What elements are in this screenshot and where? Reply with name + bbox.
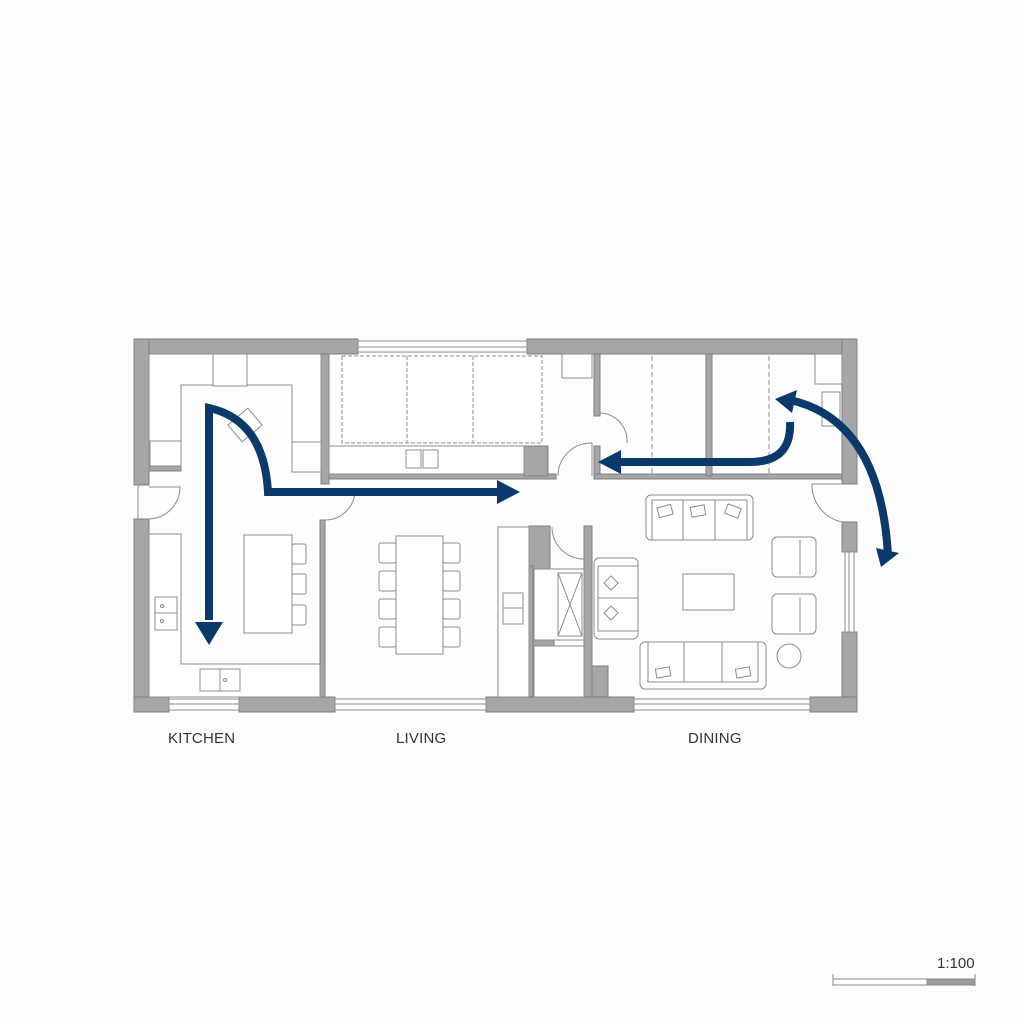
arrow-exterior-arc	[789, 396, 892, 556]
arrow-kitchen-down	[205, 403, 498, 620]
sofa-left	[593, 557, 639, 640]
living-sideboard-drawers	[502, 592, 524, 625]
arrowhead-bedrooms-left-icon	[598, 450, 621, 474]
side-table	[776, 643, 802, 669]
arrowheads	[195, 480, 520, 645]
kitchen-appliance-top	[212, 353, 248, 387]
wall-right-mid	[841, 521, 858, 553]
dining-chairs	[378, 542, 461, 648]
wall-storage-pillar	[523, 445, 549, 477]
kitchen-counter-lower	[148, 533, 321, 698]
core-closet	[533, 645, 585, 698]
core-shaft	[557, 572, 583, 637]
arrowhead-arc-top-icon	[775, 390, 797, 413]
coffee-table	[682, 573, 735, 611]
washroom-counter	[814, 353, 843, 385]
wall-top-left	[133, 338, 359, 355]
armchair-upper	[771, 536, 817, 578]
living-drawers	[405, 449, 439, 469]
window-bottom-kitchen	[168, 698, 240, 711]
wall-kitchen-living-upper	[320, 353, 330, 485]
kitchen-stools	[291, 543, 307, 626]
kitchen-island	[243, 534, 293, 634]
arrowhead-arc-bottom-icon	[876, 548, 899, 567]
door-kitchen-exterior	[137, 485, 181, 520]
armchair-lower	[771, 593, 817, 635]
wall-bottom-4	[809, 696, 858, 713]
dining-table	[395, 535, 444, 655]
wall-core-left	[528, 525, 551, 570]
wall-core-left2	[528, 565, 534, 698]
living-fixtures	[328, 353, 593, 698]
wall-utility-side	[593, 445, 601, 477]
door-dining-exterior	[811, 483, 843, 523]
wall-left-upper	[133, 338, 150, 486]
wall-bed-divider	[705, 353, 713, 477]
arrow-bedrooms-left	[620, 421, 795, 466]
kitchen-sink	[199, 668, 241, 692]
scale-bar	[832, 974, 976, 986]
wall-bottom-2	[238, 696, 336, 713]
wall-core-mid	[532, 639, 555, 647]
dining-fixtures	[593, 494, 817, 690]
wall-bottom-3	[485, 696, 635, 713]
door-storage	[557, 442, 593, 477]
kitchen-block-left	[149, 440, 182, 467]
scale-label: 1:100	[937, 955, 975, 972]
wall-bed-bottom	[593, 473, 843, 480]
arrowhead-hall-right-icon	[497, 480, 520, 504]
sofa-top	[645, 494, 754, 541]
sofa-bottom	[639, 641, 767, 690]
walls	[133, 338, 858, 713]
kitchen-cooktop	[154, 596, 178, 631]
kitchen-block-right	[291, 441, 322, 473]
window-right	[844, 551, 855, 633]
window-bottom-living	[334, 698, 487, 711]
windows	[168, 340, 855, 711]
arrowhead-kitchen-down-icon	[195, 622, 223, 645]
room-label-living: LIVING	[396, 730, 447, 747]
wall-core-step	[591, 665, 609, 698]
wall-right-upper	[841, 338, 858, 485]
wall-left-lower	[133, 518, 150, 713]
wall-kitchen-living-lower	[319, 519, 326, 698]
room-label-dining: DINING	[688, 730, 742, 747]
living-wardrobe	[341, 355, 543, 444]
wall-bottom-1	[133, 696, 170, 713]
wall-utility-top	[593, 353, 601, 417]
upper-right-fixtures	[651, 353, 843, 474]
hall-cabinet	[561, 353, 593, 379]
room-label-kitchen: KITCHEN	[168, 730, 236, 747]
wall-storage-bottom	[328, 473, 557, 480]
kitchen-fixtures	[148, 353, 322, 698]
wall-core-right	[583, 525, 593, 698]
wall-kitchen-ledge	[148, 465, 182, 472]
window-top-living	[357, 340, 528, 353]
circulation-arrows	[205, 403, 498, 620]
door-utility	[599, 412, 628, 444]
door-core	[551, 526, 585, 560]
wall-top-right	[526, 338, 858, 355]
window-bottom-dining	[633, 698, 811, 711]
